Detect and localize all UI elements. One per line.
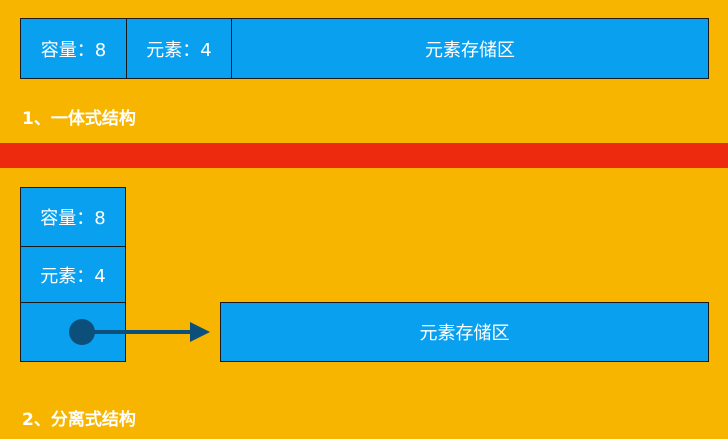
integrated-count-label: 元素：4	[146, 39, 212, 61]
separated-structure-caption: 2、分离式结构	[22, 410, 136, 430]
pointer-arrow-head	[190, 322, 210, 342]
separated-capacity-cell: 容量：8	[20, 187, 126, 247]
integrated-storage-label: 元素存储区	[425, 39, 515, 61]
pointer-dot	[69, 319, 95, 345]
separated-capacity-label: 容量：8	[40, 208, 106, 229]
section-divider	[0, 143, 728, 168]
integrated-storage-area: 元素存储区	[231, 18, 709, 79]
integrated-capacity-cell: 容量：8	[20, 18, 127, 79]
integrated-structure-caption: 1、一体式结构	[22, 109, 136, 129]
separated-count-label: 元素：4	[40, 265, 106, 287]
separated-count-cell: 元素：4	[20, 246, 126, 303]
separated-storage-area: 元素存储区	[220, 302, 709, 362]
integrated-capacity-label: 容量：8	[40, 39, 107, 61]
integrated-count-cell: 元素：4	[126, 18, 232, 79]
separated-storage-label: 元素存储区	[419, 323, 510, 344]
